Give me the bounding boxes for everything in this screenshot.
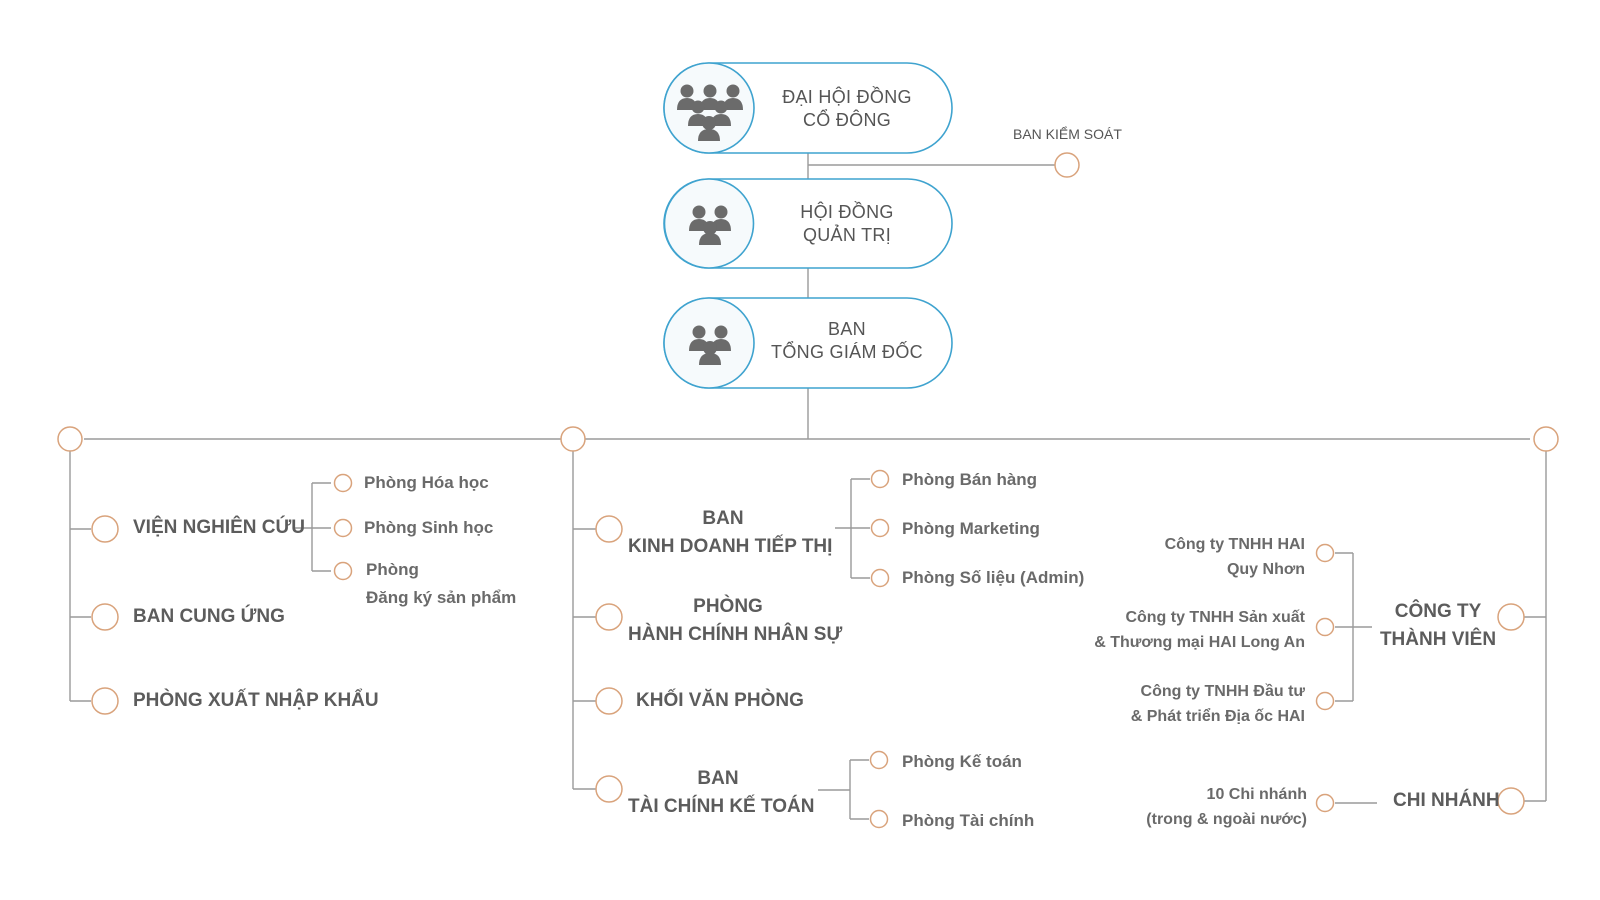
group-large-icon (677, 84, 743, 141)
node-circles (57, 152, 1559, 829)
board-line1: HỘI ĐỒNG (800, 202, 894, 222)
company-quy-nhon-line2: Quy Nhơn (1226, 561, 1305, 578)
finance-line1: BAN (697, 768, 739, 789)
shareholders-line1: ĐẠI HỘI ĐỒNG (782, 87, 912, 107)
registration-dept-label: Phòng Đăng ký sản phẩm (366, 556, 516, 612)
data-admin-dept-label: Phòng Số liệu (Admin) (902, 568, 1085, 587)
finance-board-label: BAN TÀI CHÍNH KẾ TOÁN (628, 765, 815, 821)
accounting-dept-label: Phòng Kế toán (902, 752, 1022, 771)
company-real-estate-line1: Công ty TNHH Đầu tư (1140, 683, 1305, 700)
connector-lines (69, 153, 1547, 820)
sales-board-label: BAN KINH DOANH TIẾP THỊ (628, 505, 833, 561)
treasury-dept-label: Phòng Tài chính (902, 811, 1035, 830)
office-block-label: KHỐI VĂN PHÒNG (636, 690, 804, 711)
chemistry-dept-label: Phòng Hóa học (364, 473, 489, 492)
ceo-line1: BAN (828, 319, 866, 339)
company-quy-nhon-line1: Công ty TNHH HAI (1164, 536, 1305, 553)
supervisory-label: BAN KIỂM SOÁT (1013, 126, 1122, 142)
branches-detail-line2: (trong & ngoài nước) (1146, 811, 1307, 828)
research-institute-label: VIỆN NGHIÊN CỨU (133, 517, 306, 538)
biology-dept-label: Phòng Sinh học (364, 518, 494, 537)
members-line1: CÔNG TY (1394, 601, 1482, 622)
registration-line2: Đăng ký sản phẩm (366, 588, 517, 607)
import-export-label: PHÒNG XUẤT NHẬP KHẨU (133, 690, 379, 711)
group-small-icon (689, 205, 731, 245)
sales-line2: KINH DOANH TIẾP THỊ (628, 536, 833, 557)
group-small-icon (689, 325, 731, 365)
company-real-estate-line2: & Phát triển Địa ốc HAI (1130, 708, 1305, 725)
shareholders-line2: CỔ ĐÔNG (802, 109, 892, 130)
ceo-label: BAN TỔNG GIÁM ĐỐC (742, 318, 952, 363)
board-line2: QUẢN TRỊ (802, 224, 892, 245)
supply-board-label: BAN CUNG ỨNG (133, 606, 285, 627)
sales-line1: BAN (702, 508, 744, 529)
marketing-dept-label: Phòng Marketing (902, 519, 1040, 538)
ceo-line2: TỔNG GIÁM ĐỐC (771, 341, 923, 362)
hr-line2: HÀNH CHÍNH NHÂN SỰ (628, 624, 843, 645)
members-line2: THÀNH VIÊN (1379, 629, 1497, 650)
branches-label: CHI NHÁNH (1393, 790, 1500, 811)
member-companies-label: CÔNG TY THÀNH VIÊN (1378, 598, 1498, 654)
sales-dept-label: Phòng Bán hàng (902, 470, 1038, 489)
company-long-an-line1: Công ty TNHH Sản xuất (1125, 609, 1305, 626)
company-long-an-line2: & Thương mại HAI Long An (1094, 634, 1305, 651)
shareholders-label: ĐẠI HỘI ĐỒNG CỔ ĐÔNG (742, 86, 952, 131)
board-label: HỘI ĐỒNG QUẢN TRỊ (742, 201, 952, 246)
hr-line1: PHÒNG (693, 596, 763, 617)
company-quy-nhon-label: Công ty TNHH HAI Quy Nhơn (1060, 532, 1305, 582)
branches-detail-line1: 10 Chi nhánh (1206, 786, 1307, 803)
company-long-an-label: Công ty TNHH Sản xuất & Thương mại HAI L… (1060, 605, 1305, 655)
finance-line2: TÀI CHÍNH KẾ TOÁN (628, 796, 815, 817)
branches-detail-label: 10 Chi nhánh (trong & ngoài nước) (1080, 782, 1307, 832)
hr-dept-label: PHÒNG HÀNH CHÍNH NHÂN SỰ (628, 593, 843, 649)
company-real-estate-label: Công ty TNHH Đầu tư & Phát triển Địa ốc … (1060, 679, 1305, 729)
registration-line1: Phòng (366, 560, 419, 579)
